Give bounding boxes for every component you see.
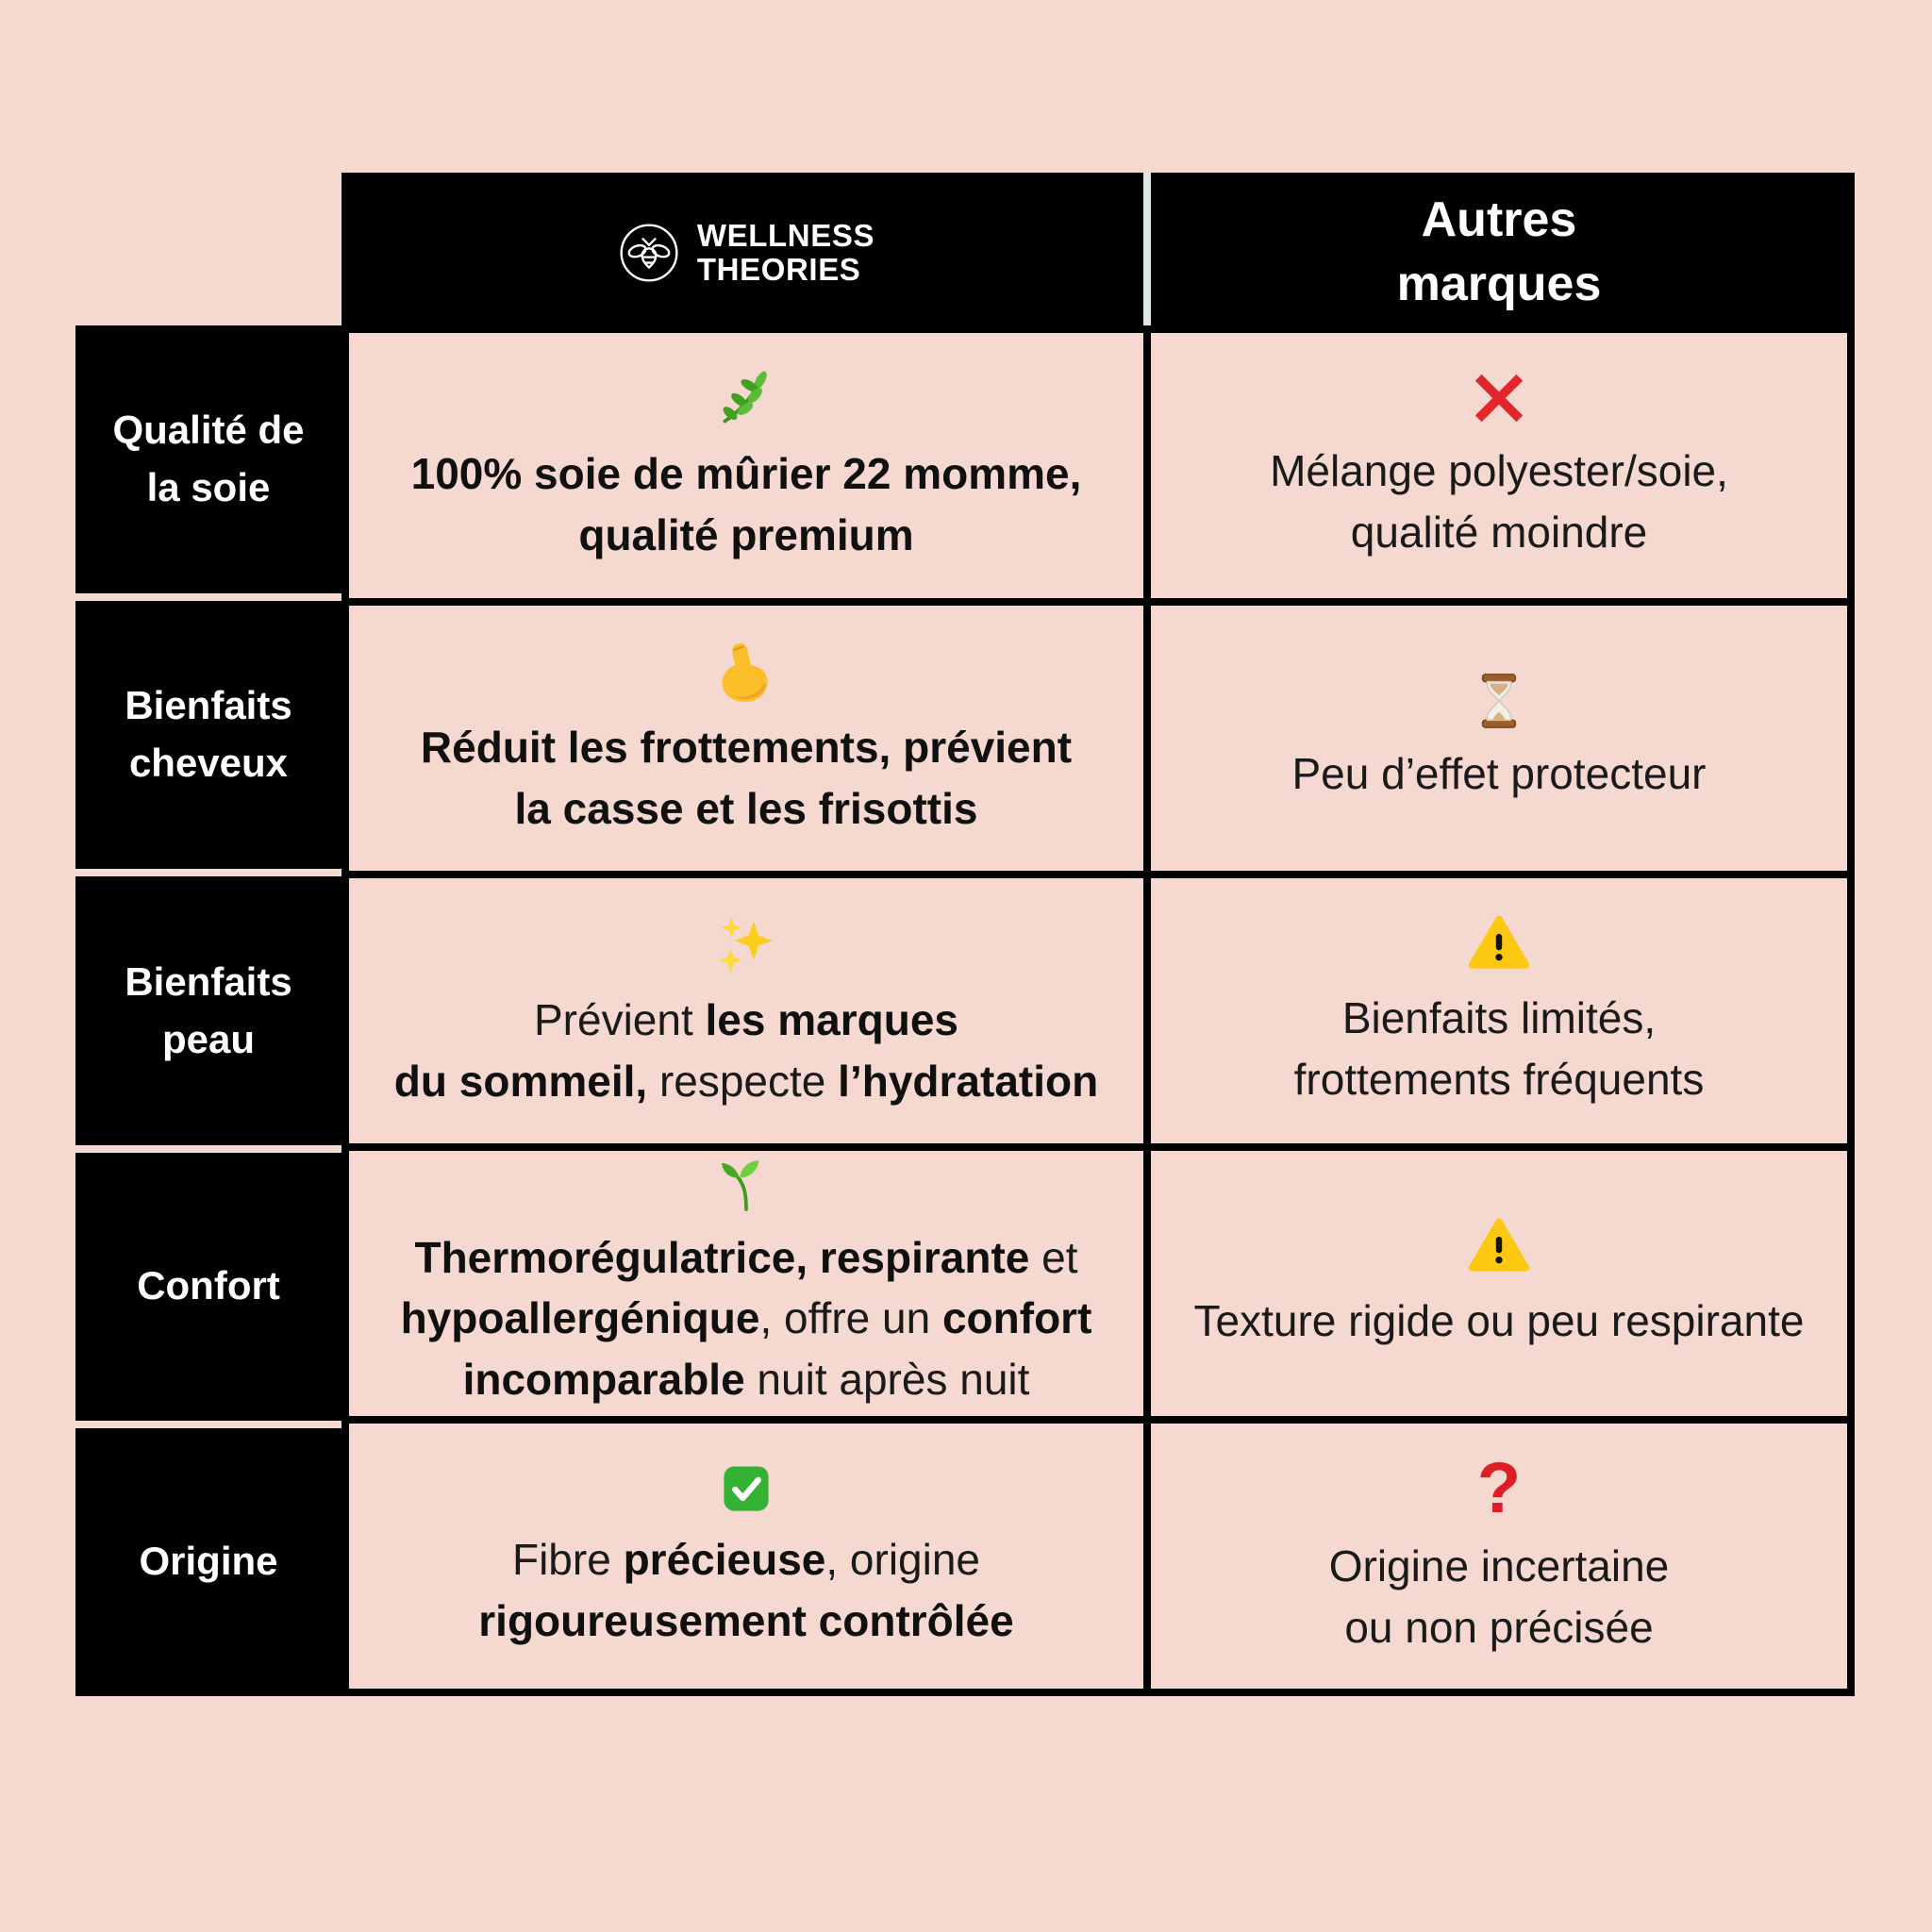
competitor-value-text: Bienfaits limités,frottements fréquents	[1293, 993, 1705, 1104]
hourglass-icon	[1470, 672, 1528, 730]
warning-icon	[1468, 912, 1530, 974]
competitor-title: Autres marques	[1396, 192, 1602, 311]
header-divider	[1143, 173, 1151, 325]
red-question-mark-icon: ?	[1476, 1448, 1522, 1529]
herb-icon	[714, 366, 778, 430]
sparkles-icon	[713, 910, 779, 976]
row-label-silk-quality: Qualité de la soie	[75, 325, 341, 594]
row-label-origin: Origine	[75, 1427, 341, 1697]
brand-value-text: 100% soie de mûrier 22 momme,qualité pre…	[410, 449, 1082, 559]
competitor-cell-hair-benefits: Peu d’effet protecteur	[1151, 606, 1847, 871]
competitor-cell-silk-quality: Mélange polyester/soie,qualité moindre	[1151, 333, 1847, 598]
competitor-value-text: Peu d’effet protecteur	[1291, 749, 1707, 799]
cross-mark-icon	[1470, 369, 1528, 427]
brand-name: WELLNESS THEORIES	[696, 217, 875, 287]
competitor-value-text: Texture rigide ou peu respirante	[1193, 1296, 1805, 1346]
competitor-header-cell: Autres marques	[1151, 180, 1847, 325]
row-label-column: Qualité de la soie Bienfaits cheveux Bie…	[75, 325, 341, 1697]
warning-icon	[1468, 1215, 1530, 1277]
competitor-cell-skin-benefits: Bienfaits limités,frottements fréquents	[1151, 878, 1847, 1143]
competitor-value-text: Mélange polyester/soie,qualité moindre	[1270, 446, 1728, 557]
bee-logo-icon	[618, 222, 680, 284]
check-mark-icon	[719, 1461, 774, 1516]
row-label-comfort: Confort	[75, 1152, 341, 1421]
row-label-hair-benefits: Bienfaits cheveux	[75, 601, 341, 870]
comparison-table: WELLNESS THEORIES Autres marques	[341, 173, 1855, 1696]
seedling-icon	[718, 1158, 774, 1214]
brand-header-cell: WELLNESS THEORIES	[349, 180, 1143, 325]
row-label-skin-benefits: Bienfaits peau	[75, 876, 341, 1145]
competitor-cell-comfort: Texture rigide ou peu respirante	[1151, 1151, 1847, 1416]
brand-cell-silk-quality: 100% soie de mûrier 22 momme,qualité pre…	[349, 333, 1143, 598]
flexed-biceps-icon	[713, 638, 779, 704]
